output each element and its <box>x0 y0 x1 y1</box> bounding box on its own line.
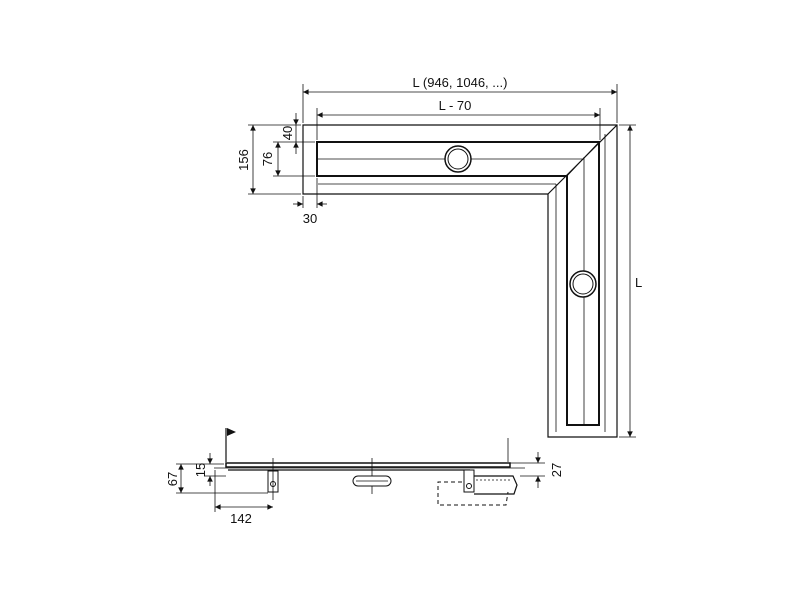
dim-label: 76 <box>260 152 275 166</box>
dim-label: 30 <box>303 211 317 226</box>
dim-label: 27 <box>549 463 564 477</box>
dimension-end-offset: 30 <box>293 178 327 226</box>
dimension-width: 156 <box>236 124 301 195</box>
center-outlet <box>352 458 392 494</box>
dim-label: 40 <box>280 126 295 140</box>
dim-label: L <box>635 275 642 290</box>
drain-outlet-icon <box>444 145 472 173</box>
dimension-total-length: L (946, 1046, ...) <box>302 75 618 123</box>
dimension-side-length: L <box>619 124 642 438</box>
end-outlet <box>437 438 518 506</box>
dim-label: 142 <box>230 511 252 526</box>
dim-label: L (946, 1046, ...) <box>413 75 508 90</box>
dim-label: 67 <box>165 472 180 486</box>
side-view: 67 15 142 27 <box>165 428 564 526</box>
dim-label: 156 <box>236 149 251 171</box>
dimension-channel-width: 76 <box>260 141 315 177</box>
dimension-channel-length: L - 70 <box>316 98 601 140</box>
dimension-outlet-height: 27 <box>510 452 564 488</box>
dimension-edge-offset: 40 <box>280 113 299 154</box>
dim-label: L - 70 <box>439 98 472 113</box>
dimension-bracket-offset: 142 <box>214 470 274 526</box>
mounting-bracket <box>267 458 279 500</box>
frame-profile <box>225 462 511 468</box>
drain-outlet-icon <box>569 270 597 298</box>
dimension-total-height: 67 <box>165 463 268 494</box>
dim-label: 15 <box>193 463 208 477</box>
section-arrow-icon <box>227 428 236 436</box>
dimension-frame-height: 15 <box>193 453 226 486</box>
channel-outline <box>316 141 600 426</box>
top-view: L (946, 1046, ...) L - 70 L 156 76 <box>236 75 642 438</box>
